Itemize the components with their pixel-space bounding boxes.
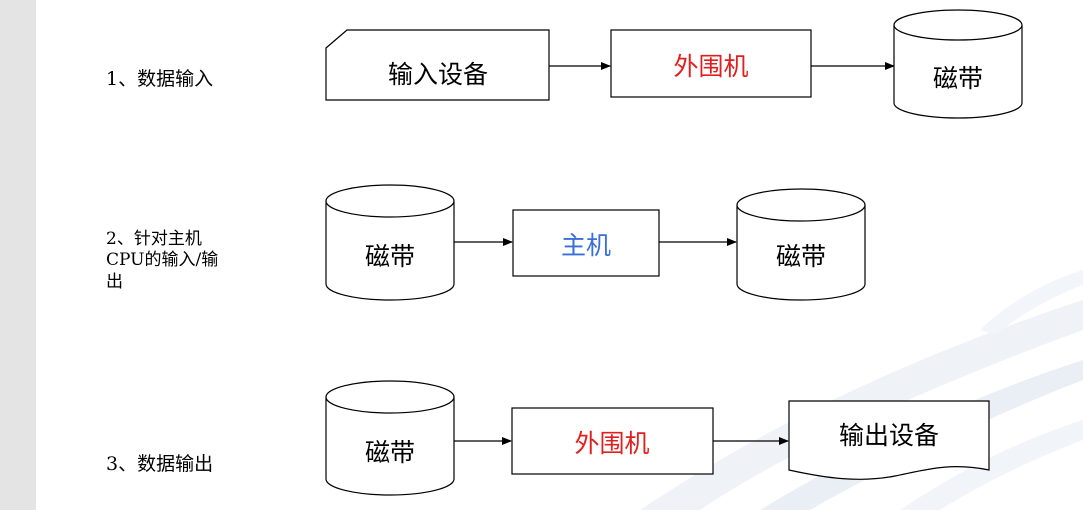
row-2-label-line-2: CPU的输入/输 bbox=[106, 250, 219, 271]
tape-label-r1: 磁带 bbox=[933, 64, 983, 93]
input-device-card bbox=[325, 29, 550, 101]
row-3: 磁带 外围机 输出设备 bbox=[325, 380, 990, 496]
row-2-label: 2、针对主机 CPU的输入/输 出 bbox=[106, 229, 218, 293]
input-device-label: 输入设备 bbox=[388, 60, 488, 89]
row-1: 输入设备 外围机 磁带 bbox=[325, 9, 1023, 119]
peripheral-machine-box-3 bbox=[511, 407, 714, 475]
tape-cylinder-r2-left bbox=[325, 184, 455, 301]
output-device-document bbox=[788, 400, 990, 480]
row-2-label-line-1: 2、针对主机 bbox=[106, 229, 202, 249]
row-3-label: 3、数据输出 bbox=[106, 453, 214, 475]
row-2: 磁带 主机 磁带 bbox=[325, 184, 866, 301]
peripheral-machine-label-1: 外围机 bbox=[673, 52, 748, 81]
tape-label-r3: 磁带 bbox=[365, 438, 415, 467]
row-2-label-line-3: 出 bbox=[106, 271, 123, 292]
tape-cylinder-r1 bbox=[893, 9, 1023, 119]
left-margin-strip bbox=[0, 0, 36, 510]
row-1-label: 1、数据输入 bbox=[106, 68, 214, 90]
host-machine-label: 主机 bbox=[561, 231, 611, 260]
tape-cylinder-r2-right bbox=[736, 188, 866, 301]
output-device-label: 输出设备 bbox=[839, 421, 939, 450]
tape-cylinder-r3 bbox=[325, 380, 455, 496]
peripheral-machine-label-3: 外围机 bbox=[574, 429, 649, 458]
host-machine-box bbox=[512, 209, 660, 277]
tape-label-r2-left: 磁带 bbox=[365, 242, 415, 271]
peripheral-machine-box-1 bbox=[610, 29, 812, 98]
tape-label-r2-right: 磁带 bbox=[776, 242, 826, 271]
